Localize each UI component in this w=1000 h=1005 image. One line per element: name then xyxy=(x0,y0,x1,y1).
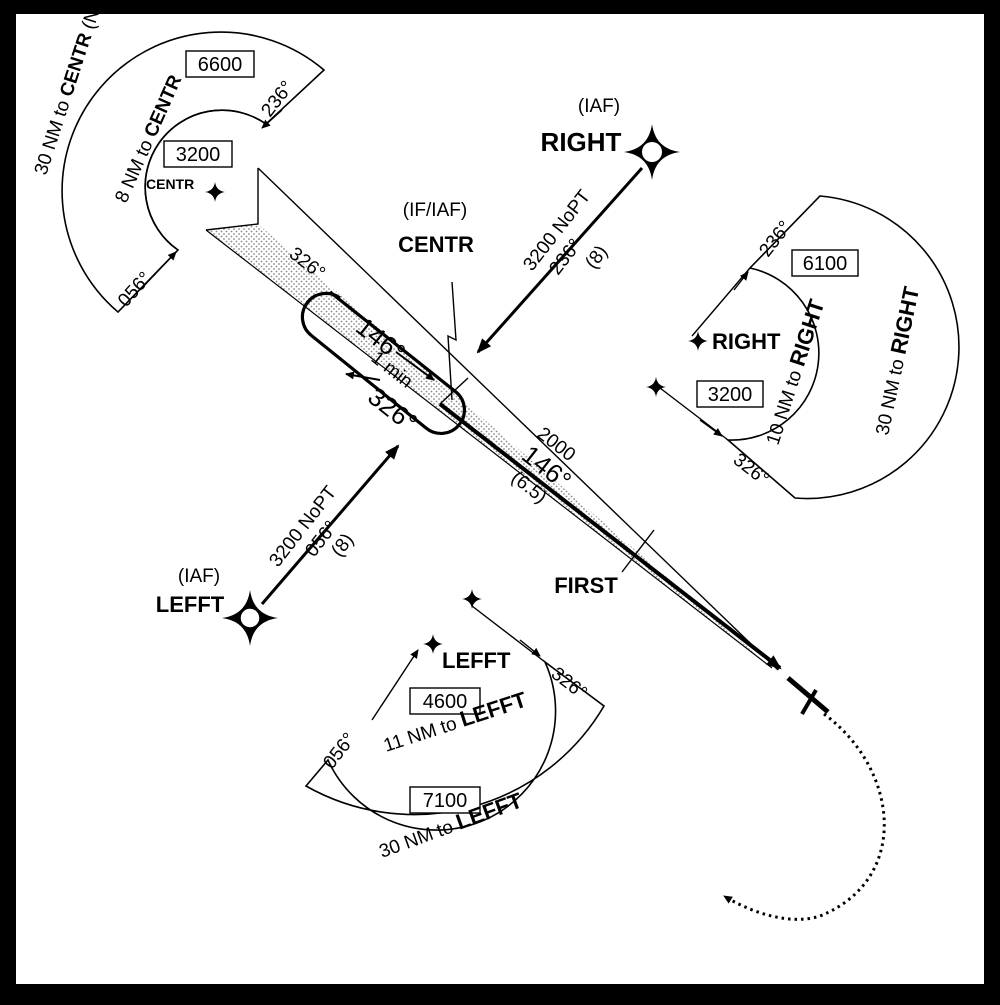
taa-lefft-inner-altitude-box xyxy=(409,687,481,715)
holding-outbound-arrow xyxy=(345,371,381,381)
taa-right-arrow-326 xyxy=(699,419,723,437)
runway-threshold xyxy=(800,688,818,716)
centr-fix-tick xyxy=(439,377,469,405)
centr-fix: (IF/IAF) CENTR xyxy=(398,200,474,405)
taa-lefft-arrow-056 xyxy=(371,649,419,721)
taa-right-inner-altitude: 3200 xyxy=(708,384,753,406)
right-fix-role: (IAF) xyxy=(578,96,620,117)
taa-right-outer-altitude-box xyxy=(791,249,859,277)
first-fix-name: FIRST xyxy=(554,573,618,598)
wedge-edge-lower xyxy=(205,229,773,669)
taa-lefft-arrow-326 xyxy=(519,639,541,657)
taa-right-fix-label: RIGHT xyxy=(712,329,781,354)
centr-fix-lightning-leader xyxy=(447,281,457,401)
taa-lefft-fix-label: LEFFT xyxy=(442,648,511,673)
runway-symbol xyxy=(786,676,830,714)
taa-centr-inner-altitude-box xyxy=(163,140,233,168)
paper xyxy=(16,14,984,984)
right-fix-name: RIGHT xyxy=(541,127,622,157)
taa-right-inner-altitude-box xyxy=(696,380,764,408)
taa-right-outline xyxy=(725,195,960,500)
centr-fix-name: CENTR xyxy=(398,232,474,257)
centr-fix-role: (IF/IAF) xyxy=(403,200,467,221)
first-fix-tick xyxy=(621,529,655,573)
taa-centr-inner-arc xyxy=(144,109,267,251)
right-feeder-route xyxy=(476,167,644,354)
final-approach-wedge xyxy=(205,167,782,671)
lefft-feeder-route xyxy=(260,444,400,605)
taa-lefft-outer-altitude: 7100 xyxy=(423,790,468,812)
taa-centr-arrow-056 xyxy=(139,251,177,291)
first-fix: FIRST xyxy=(554,529,655,598)
taa-right-arrow-236 xyxy=(733,271,749,291)
taa-lefft-inner-altitude: 4600 xyxy=(423,691,468,713)
holding-inbound-arrow xyxy=(395,351,435,381)
holding-racetrack xyxy=(300,290,467,436)
taa-right-outer-altitude: 6100 xyxy=(803,253,848,275)
taa-centr-inner-altitude: 3200 xyxy=(176,144,221,166)
wedge-base xyxy=(205,168,259,231)
final-approach-course xyxy=(438,402,782,670)
taa-centr-outer-altitude-box xyxy=(185,50,255,78)
taa-centr-outer-altitude: 6600 xyxy=(198,54,243,76)
lefft-fix-role: (IAF) xyxy=(178,566,220,587)
taa-centr-fix-label: CENTR xyxy=(146,176,194,192)
taa-centr-arrow-236 xyxy=(261,109,283,129)
wedge-edge-upper xyxy=(257,167,779,671)
missed-approach-path xyxy=(723,712,886,921)
right-fix-center xyxy=(642,142,662,162)
final-approach-stipple xyxy=(206,224,772,668)
lefft-fix-center xyxy=(239,607,261,629)
lefft-fix-name: LEFFT xyxy=(156,592,225,617)
taa-lefft-outer-altitude-box xyxy=(409,786,481,814)
runway-end xyxy=(786,676,830,716)
